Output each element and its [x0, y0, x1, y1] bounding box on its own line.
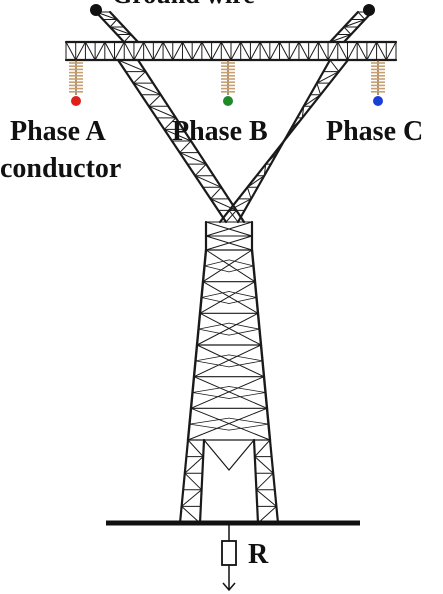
phase-c-label: Phase C	[326, 116, 423, 147]
ground-wire-label: Ground wire	[112, 0, 255, 9]
phase-c-insulator	[371, 60, 385, 95]
phase-a-conductor-dot	[71, 96, 81, 106]
ground-arrow-icon	[222, 582, 236, 592]
resistor-label: R	[248, 539, 269, 570]
phase-a-label: Phase A	[10, 116, 106, 147]
insulators	[69, 60, 385, 95]
phase-a-conductor-label: conductor	[0, 153, 121, 184]
phase-b-insulator	[221, 60, 235, 95]
resistor-symbol	[221, 540, 237, 566]
ground-wire-right	[363, 4, 375, 16]
ground-wire-left	[90, 4, 102, 16]
phase-b-label: Phase B	[172, 116, 268, 147]
phase-b-conductor-dot	[223, 96, 233, 106]
phase-c-conductor-dot	[373, 96, 383, 106]
phase-a-insulator	[69, 60, 83, 95]
tower-lattice	[64, 10, 398, 525]
